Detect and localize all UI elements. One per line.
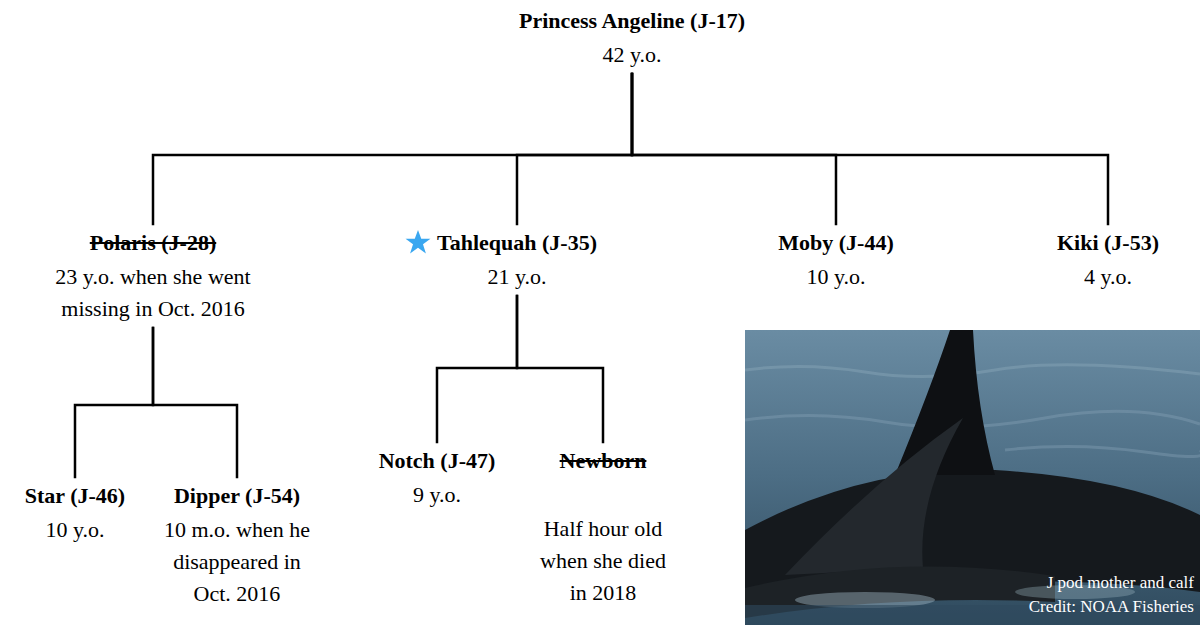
member-age: 21 y.o.	[437, 261, 597, 293]
member-name: Star (J-46)	[25, 480, 125, 512]
family-member: Kiki (J-53)4 y.o.	[1054, 224, 1162, 296]
family-member: Tahlequah (J-35)21 y.o.	[434, 224, 600, 296]
tree-connector	[517, 296, 603, 442]
member-name: Kiki (J-53)	[1057, 227, 1159, 259]
family-member: Star (J-46)10 y.o.	[22, 477, 128, 549]
member-name: Dipper (J-54)	[174, 480, 300, 512]
family-member: Notch (J-47)9 y.o.	[376, 442, 499, 514]
family-member: NewbornHalf hour old when she died in 20…	[530, 442, 676, 612]
family-member: Polaris (J-28)23 y.o. when she went miss…	[35, 224, 271, 328]
member-name: Notch (J-47)	[379, 445, 496, 477]
tree-connector	[153, 74, 632, 224]
member-name: Princess Angeline (J-17)	[519, 5, 745, 37]
tree-connector	[517, 74, 632, 224]
star-icon	[405, 229, 431, 255]
tree-connector	[632, 74, 1108, 224]
member-age: 23 y.o. when she went missing in Oct. 20…	[38, 261, 268, 325]
tree-connector	[632, 74, 836, 224]
family-member: Moby (J-44)10 y.o.	[775, 224, 896, 296]
tree-connector	[153, 328, 237, 477]
member-name: Newborn	[560, 445, 647, 477]
member-age: Half hour old when she died in 2018	[533, 513, 673, 609]
family-member: Dipper (J-54)10 m.o. when he disappeared…	[159, 477, 315, 613]
member-age: 10 m.o. when he disappeared in Oct. 2016	[162, 514, 312, 610]
member-name: Tahlequah (J-35)	[437, 227, 597, 259]
photo-caption: J pod mother and calf	[1047, 572, 1194, 594]
member-age: 4 y.o.	[1057, 261, 1159, 293]
member-age: 10 y.o.	[778, 261, 893, 293]
family-member: Princess Angeline (J-17)42 y.o.	[516, 2, 748, 74]
tree-connector	[75, 328, 153, 477]
member-name: Moby (J-44)	[778, 227, 893, 259]
member-age: 10 y.o.	[25, 514, 125, 546]
member-name: Polaris (J-28)	[90, 227, 216, 259]
member-age: 9 y.o.	[379, 479, 496, 511]
member-age: 42 y.o.	[519, 39, 745, 71]
tree-connector	[437, 296, 517, 442]
photo-caption: Credit: NOAA Fisheries	[1029, 596, 1194, 618]
